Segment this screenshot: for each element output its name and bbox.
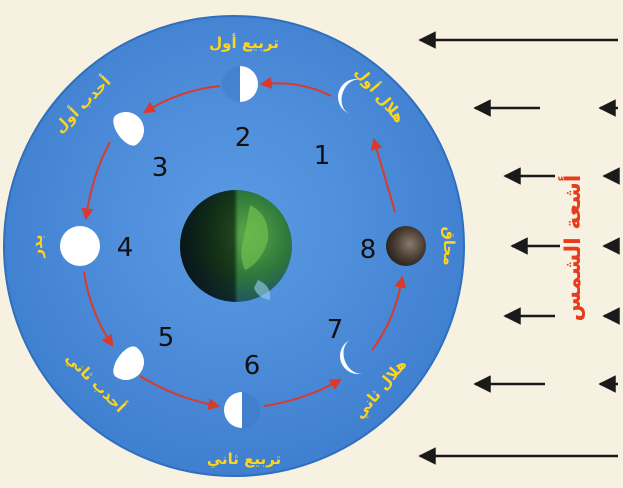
phase-label: تربيع أول: [209, 33, 279, 52]
orbit-arrows: [81, 77, 407, 411]
gibbous-icon: [113, 112, 144, 146]
earth: [180, 190, 292, 302]
orbit-arrow: [259, 77, 332, 97]
gibbous-icon: [113, 346, 144, 380]
half-moon-icon: [224, 392, 242, 428]
sun-rays: [418, 31, 620, 465]
phase-number: 3: [152, 153, 169, 183]
new-moon-icon: [386, 226, 426, 266]
full-moon-icon: [60, 226, 100, 266]
phase-number: 8: [360, 235, 377, 265]
phase-label: محاق: [440, 226, 458, 265]
orbit-arrow: [263, 378, 343, 407]
phase-number: 4: [117, 233, 134, 263]
orbit-arrow: [81, 141, 111, 221]
phase-numbers: 8 1 2 3 4 5 6 7: [117, 123, 377, 381]
orbit-arrow: [139, 375, 221, 411]
half-moon-icon: [240, 66, 258, 102]
orbit-arrow: [83, 271, 114, 347]
moons: [60, 66, 426, 428]
crescent-icon: [340, 339, 365, 374]
phase-number: 1: [314, 141, 331, 171]
orbit-arrow: [142, 85, 221, 114]
phase-label: بدر: [28, 235, 46, 259]
phase-number: 7: [327, 315, 344, 345]
orbit-arrow: [370, 137, 396, 213]
sun-rays-label: أشعة الشمس: [557, 175, 586, 322]
phase-number: 5: [158, 323, 175, 353]
phase-number: 6: [244, 351, 261, 381]
orbit-arrow: [371, 275, 407, 351]
phase-number: 2: [235, 123, 252, 153]
phase-label: تربيع ثاني: [207, 450, 281, 468]
crescent-icon: [338, 79, 363, 114]
